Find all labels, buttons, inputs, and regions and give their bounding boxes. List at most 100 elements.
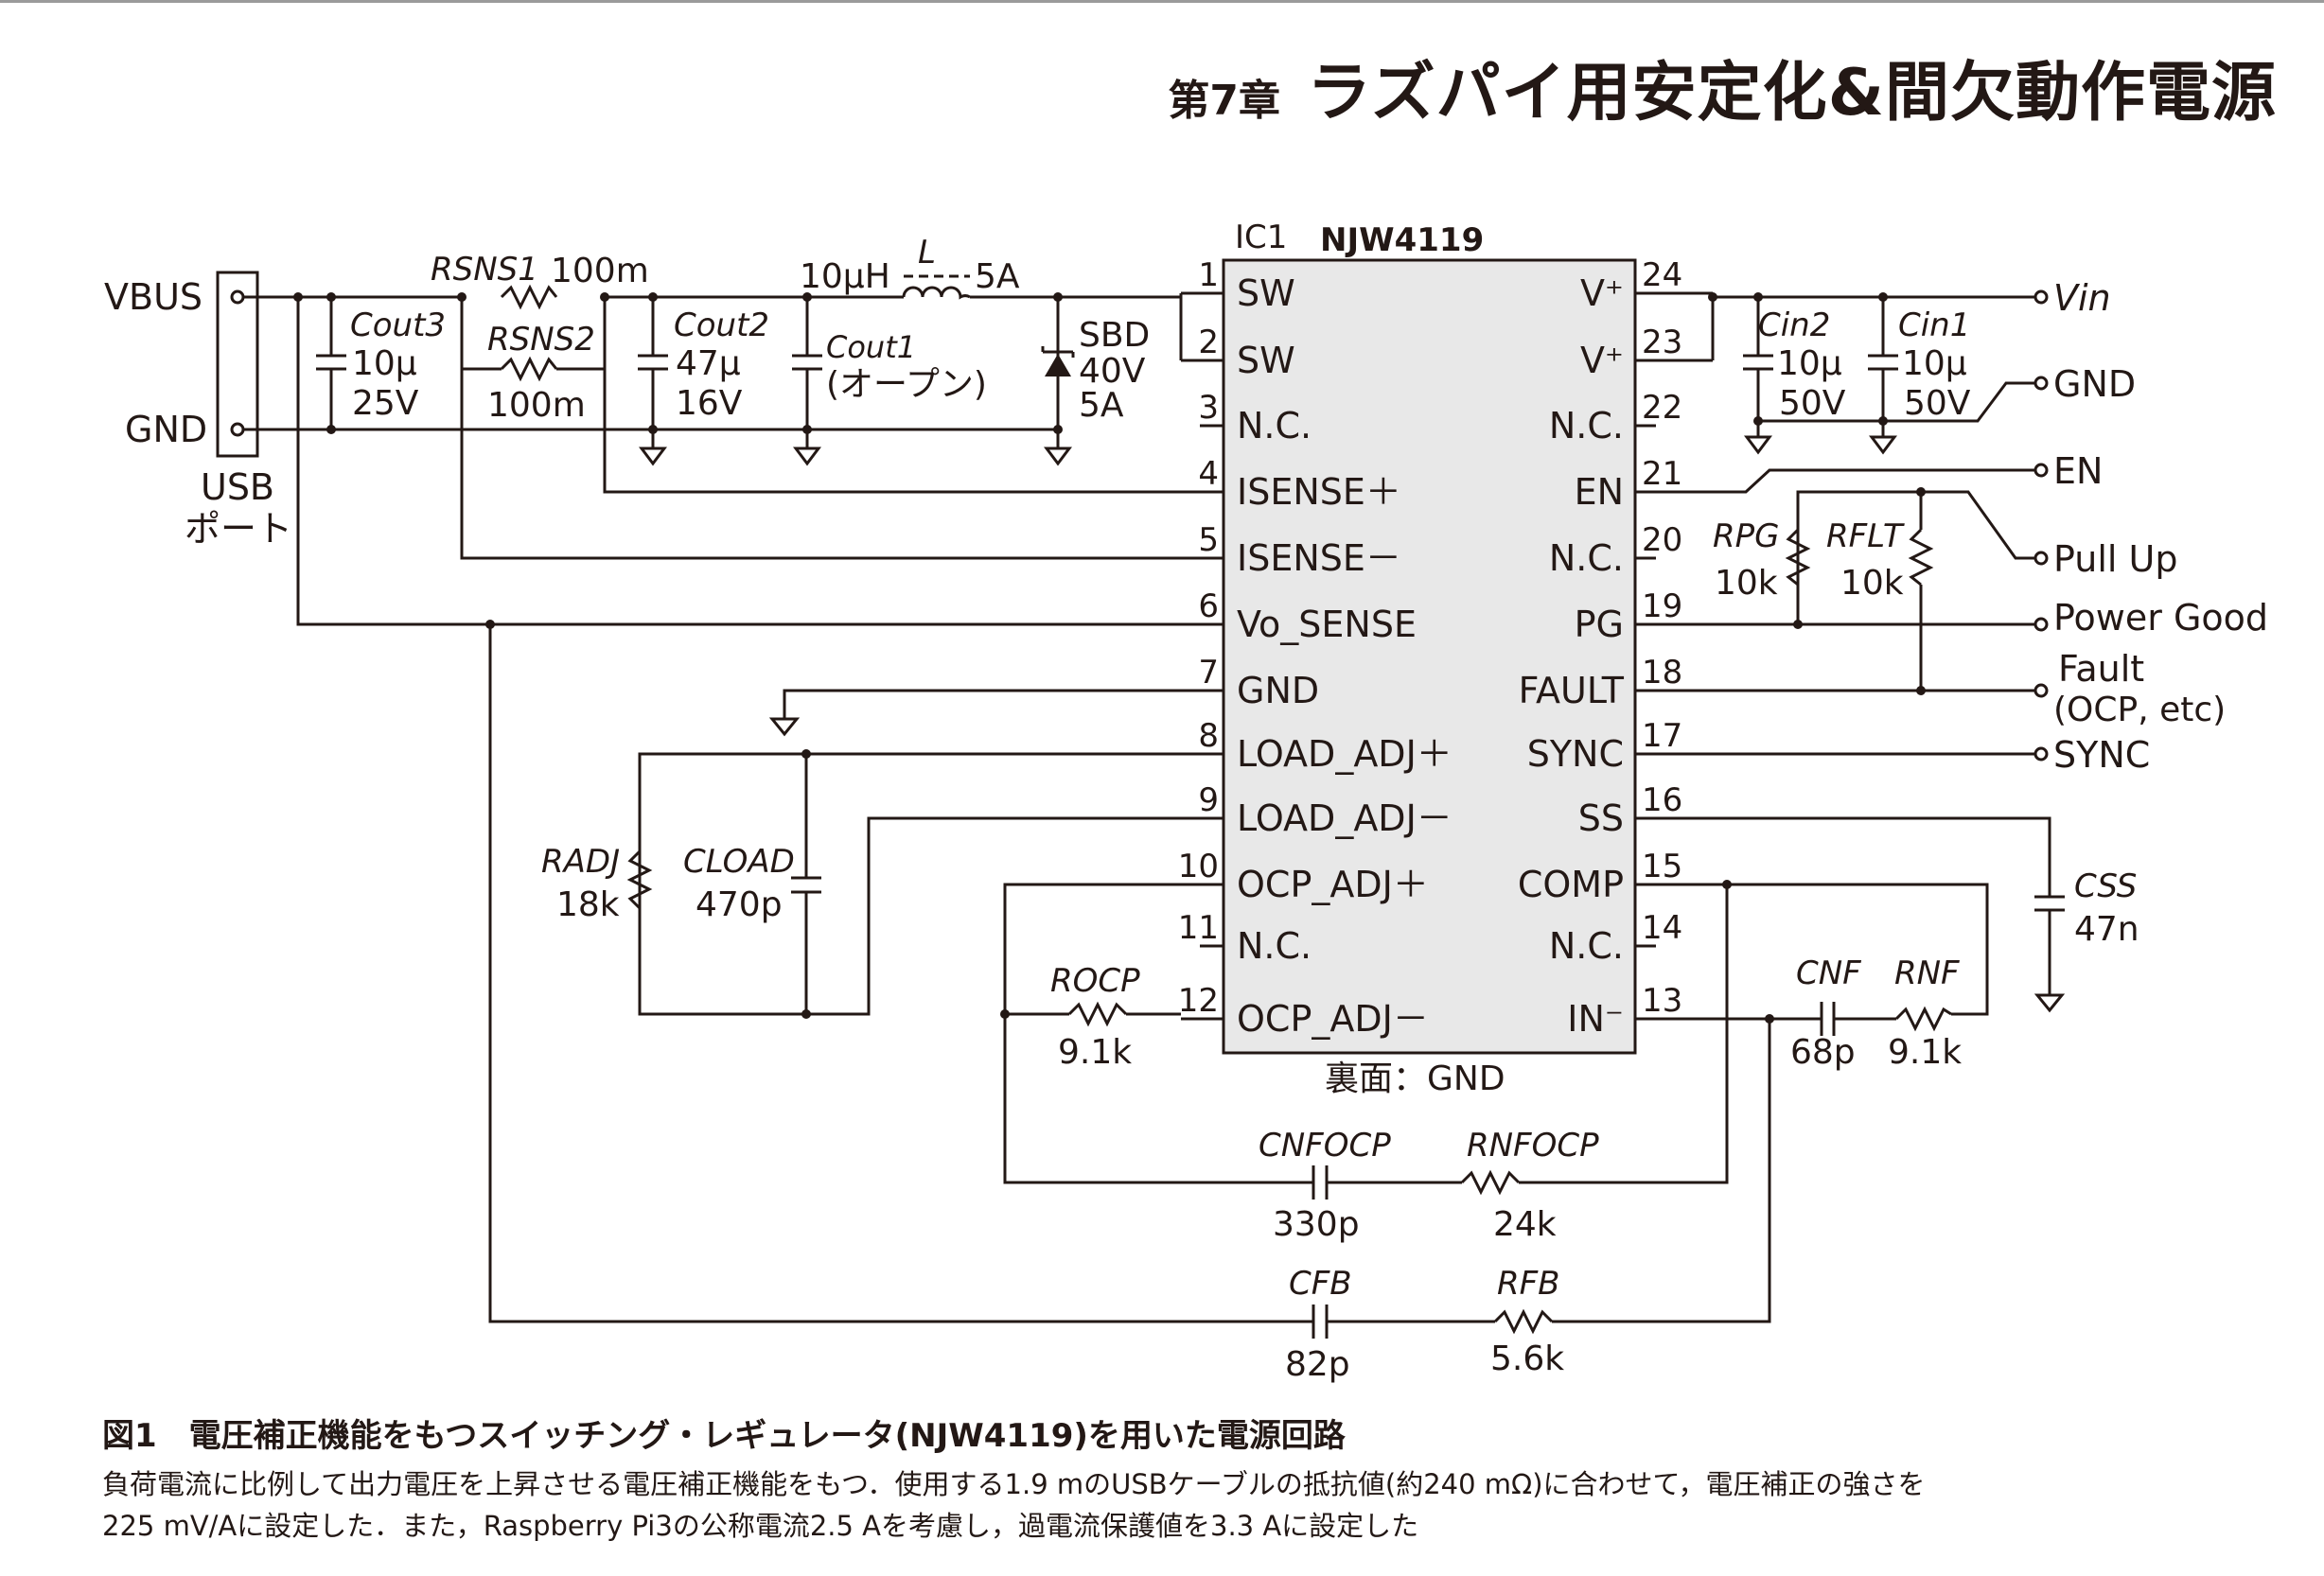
pin-name: N.C.: [1549, 537, 1624, 579]
resistor-rnf: [1894, 1006, 1952, 1032]
ic-part-number: NJW4119: [1320, 221, 1484, 259]
capacitor-cout1: [792, 354, 822, 371]
cnf-ref: CNF: [1796, 954, 1861, 992]
capacitor-cfb: [1312, 1305, 1329, 1339]
terminal-gnd: GND: [2053, 363, 2136, 405]
cout2-ref: Cout2: [674, 306, 769, 344]
rsns2-value: 100m: [487, 386, 586, 425]
pin-name: N.C.: [1549, 925, 1624, 967]
capacitor-cnf: [1820, 1002, 1836, 1036]
pin-name: N.C.: [1549, 405, 1624, 447]
terminal-en: EN: [2053, 450, 2103, 492]
pin-name: SYNC: [1527, 733, 1624, 775]
pin-name: GND: [1237, 670, 1319, 711]
pin-name: LOAD_ADJ－: [1237, 797, 1452, 839]
pin-number: 6: [1198, 587, 1219, 625]
pin-name: N.C.: [1237, 405, 1312, 447]
cout1-ref: Cout1: [826, 329, 916, 365]
inductor-current: 5A: [975, 257, 1020, 296]
pin-name: V⁺: [1580, 272, 1624, 314]
caption-text: 225 mV/Aに設定した．また，Raspberry Pi3の公称電流2.5 A…: [102, 1510, 1419, 1542]
ic-right-pin-numbers: 24 23 22 21 20 19 18 17 16 15 14 13: [1642, 256, 1682, 1020]
pin-name: V⁺: [1580, 340, 1624, 381]
pin-number: 23: [1642, 324, 1682, 361]
pin-name: ISENSE＋: [1237, 471, 1401, 513]
cfb-value: 82p: [1285, 1345, 1350, 1384]
terminal-sync: SYNC: [2053, 734, 2150, 776]
pin-number: 3: [1198, 389, 1219, 427]
resistor-radj: [626, 849, 653, 910]
rpg-value: 10k: [1715, 564, 1778, 603]
resistor-rfb: [1493, 1308, 1554, 1335]
pin-name: IN⁻: [1567, 998, 1624, 1040]
rnfocp-value: 24k: [1493, 1205, 1557, 1244]
cin2-ref: Cin2: [1758, 306, 1830, 344]
rsns1-ref: RSNS1: [431, 251, 538, 289]
rocp-ref: ROCP: [1050, 962, 1140, 1000]
junction-dots: [293, 292, 1063, 629]
caption-title: 図1 電圧補正機能をもつスイッチング・レギュレータ(NJW4119)を用いた電源…: [102, 1417, 1346, 1455]
pin-number: 8: [1198, 717, 1219, 755]
pin-name: FAULT: [1519, 670, 1625, 711]
cin1-value: 10μ: [1902, 344, 1967, 383]
sbd-ref: SBD: [1079, 316, 1150, 355]
terminal-vin: Vin: [2053, 277, 2111, 319]
rocp-value: 9.1k: [1058, 1033, 1132, 1072]
diode-sbd: [1041, 346, 1075, 376]
pin-number: 7: [1198, 654, 1219, 692]
rsns1-value: 100m: [551, 252, 649, 290]
usb-vbus-terminal: [230, 289, 245, 305]
cout2-rating: 16V: [676, 384, 743, 423]
schematic: IC1 NJW4119 裏面：GND SW SW N.C. ISENSE＋ IS…: [104, 219, 2268, 1384]
rnfocp-ref: RNFOCP: [1467, 1127, 1599, 1164]
rnf-value: 9.1k: [1888, 1033, 1962, 1072]
resistor-rsns1: [500, 284, 558, 310]
cnfocp-ref: CNFOCP: [1259, 1127, 1391, 1164]
pin-name: EN: [1575, 471, 1624, 513]
terminal-fault-detail: (OCP, etc): [2053, 691, 2226, 729]
rflt-ref: RFLT: [1826, 517, 1905, 555]
pin-number: 20: [1642, 521, 1682, 559]
cnfocp-value: 330p: [1273, 1205, 1360, 1244]
capacitor-cnfocp: [1312, 1165, 1329, 1200]
pin-number: 21: [1642, 455, 1682, 493]
page-header: 第7章 ラズパイ用安定化&間欠動作電源: [1168, 40, 2277, 133]
ic-designator: IC1: [1235, 219, 1287, 256]
pin-name: PG: [1575, 604, 1624, 645]
resistor-rpg: [1785, 528, 1811, 587]
cload-value: 470p: [695, 885, 783, 924]
rsns2-ref: RSNS2: [487, 321, 595, 359]
pin-number: 13: [1642, 982, 1682, 1020]
en-wire: [1703, 468, 2034, 494]
terminal-pullup: Pull Up: [2053, 538, 2177, 580]
rnf-ref: RNF: [1894, 954, 1960, 992]
capacitor-cout3: [316, 354, 346, 371]
sbd-value: 40V: [1079, 352, 1146, 391]
pin-name: OCP_ADJ－: [1237, 998, 1429, 1040]
rfb-value: 5.6k: [1490, 1340, 1564, 1378]
resistor-rnfocp: [1460, 1169, 1521, 1196]
pin-number: 22: [1642, 389, 1682, 427]
figure-caption: 図1 電圧補正機能をもつスイッチング・レギュレータ(NJW4119)を用いた電源…: [102, 1410, 2279, 1547]
pin-number: 1: [1198, 256, 1219, 294]
pin-number: 14: [1642, 909, 1682, 947]
caption-text: 負荷電流に比例して出力電圧を上昇させる電圧補正機能をもつ．使用する1.9 mのU…: [102, 1468, 1926, 1500]
css-value: 47n: [2074, 910, 2139, 949]
ic-right-pins: V⁺ V⁺ N.C. EN N.C. PG FAULT SYNC SS COMP…: [1518, 272, 1625, 1040]
gnd-pin-wire: [783, 689, 1181, 719]
inductor-l: [902, 274, 971, 301]
cfb-ref: CFB: [1289, 1265, 1352, 1303]
ic-left-pins: SW SW N.C. ISENSE＋ ISENSE－ Vo_SENSE GND …: [1237, 272, 1452, 1040]
ss-wire: [1713, 816, 2051, 995]
capacitor-cin2: [1743, 354, 1773, 371]
pin-number: 24: [1642, 256, 1682, 294]
cout1-value: (オープン): [826, 365, 987, 404]
rfb-ref: RFB: [1497, 1265, 1560, 1303]
pin-number: 11: [1178, 909, 1219, 947]
ocp-wires: [1003, 883, 1989, 1184]
pin-number: 17: [1642, 717, 1682, 755]
capacitor-cin1: [1868, 354, 1898, 371]
cout3-ref: Cout3: [350, 306, 446, 344]
resistor-rflt: [1908, 528, 1934, 587]
pin-name: ISENSE－: [1237, 537, 1401, 579]
